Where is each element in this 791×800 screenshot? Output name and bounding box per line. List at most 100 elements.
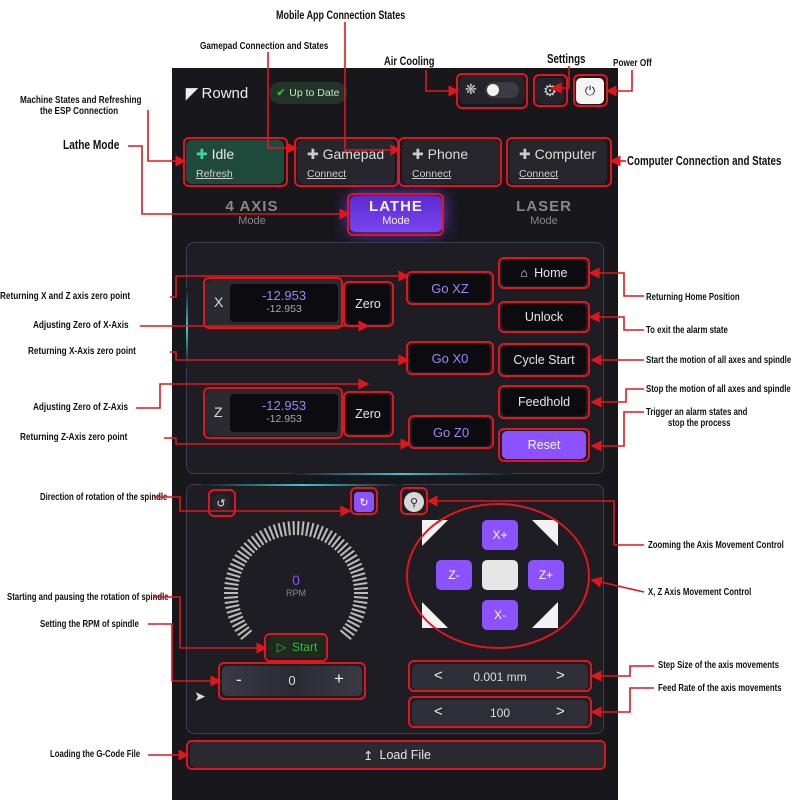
step-increase-button[interactable]: > [556,667,565,684]
gauge-tick [243,542,255,554]
gauge-tick [224,581,239,586]
gauge-tick [224,600,239,605]
annotation-machine-states-line2: the ESP Connection [40,105,119,117]
highlight-rpm-stepper [218,662,366,700]
gauge-tick [353,596,368,600]
zoom-button[interactable]: ⚲ [404,492,424,512]
spindle-direction-cw-button[interactable]: ↻ [354,492,374,512]
reset-button[interactable]: Reset [502,431,586,459]
highlight-spindle-start [264,633,328,662]
annotation-air-cooling: Air Cooling [384,54,435,68]
tab-laser[interactable]: LASER Mode [494,198,594,232]
panel-glow [202,484,402,486]
air-cooling-control: ❋ [459,76,525,104]
rpm-increase-button[interactable]: + [334,669,344,688]
annotation-adj-x: Adjusting Zero of X-Axis [33,319,129,331]
annotation-exit-alarm: To exit the alarm state [646,325,728,336]
annotation-settings: Settings [547,52,586,66]
load-file-label: Load File [379,748,431,762]
feed-increase-button[interactable]: > [556,703,565,720]
rpm-setpoint: 0 [288,673,296,688]
highlight-go-x0 [406,341,494,375]
annotation-power-off: Power Off [613,57,652,69]
x-axis-label: X [214,294,224,310]
gauge-tick [346,558,361,567]
computer-card[interactable]: ✚ Computer Connect [509,140,607,184]
feedhold-button[interactable]: Feedhold [502,388,586,416]
gauge-tick [228,567,242,575]
gauge-tick [247,538,258,551]
gauge-tick [287,521,291,536]
toggle-knob [487,84,499,96]
panel-glow [292,473,512,475]
load-file-button[interactable]: ↥ Load File [190,742,604,768]
gauge-tick [225,577,240,582]
highlight-unlock [498,301,590,333]
feed-rate-value: 100 [489,706,511,720]
z-axis-subvalue: -12.953 [266,413,302,425]
highlight-step-size [408,660,592,692]
fan-icon: ❋ [465,81,477,97]
annotation-feed-rate: Feed Rate of the axis movements [658,683,782,694]
home-button[interactable]: ⌂ Home [502,260,586,286]
play-icon: ▷ [276,640,286,654]
step-size-selector: < 0.001 mm > [412,664,588,690]
tab-4-axis[interactable]: 4 AXIS Mode [202,198,302,232]
status-badge-text: Up to Date [289,87,340,99]
annotation-gamepad: Gamepad Connection and States [200,40,329,52]
gauge-tick [224,596,239,600]
gauge-tick [312,524,320,539]
tab-lathe[interactable]: LATHE Mode [350,196,442,232]
highlight-phone [398,137,502,187]
annotation-zooming: Zooming the Axis Movement Control [648,540,784,551]
unlock-button[interactable]: Unlock [502,304,586,330]
phone-label: Phone [427,146,469,162]
go-xz-button[interactable]: Go XZ [410,274,490,302]
spindle-start-button[interactable]: ▷ Start [268,636,326,658]
annotation-machine-states: Machine States and Refreshing [20,94,142,106]
computer-connect-link[interactable]: Connect [519,168,559,180]
annotation-adj-z: Adjusting Zero of Z-Axis [33,401,129,413]
gauge-tick [224,586,239,590]
annotation-start-pause: Starting and pausing the rotation of spi… [7,592,169,603]
logo-icon: ◤ [186,85,198,102]
gauge-tick [282,521,287,537]
feed-decrease-button[interactable]: < [434,703,443,720]
air-cooling-toggle[interactable] [485,82,519,98]
spindle-start-label: Start [291,640,318,654]
phone-connect-link[interactable]: Connect [412,168,452,180]
computer-label: Computer [534,146,597,162]
highlight-machine-state [183,137,288,187]
annotation-stop-motion: Stop the motion of all axes and spindle [646,384,791,395]
highlight-feedhold [498,385,590,419]
cycle-start-button[interactable]: Cycle Start [502,346,586,374]
go-z0-button[interactable]: Go Z0 [412,418,490,446]
gauge-tick [344,622,358,633]
tab-sub: Mode [530,215,558,227]
gauge-tick [352,577,367,582]
gauge-tick [272,524,280,539]
gauge-tick [226,608,241,614]
upload-icon: ↥ [363,748,374,763]
gauge-tick [351,608,366,614]
rpm-decrease-button[interactable]: - [236,670,242,689]
go-x0-button[interactable]: Go X0 [410,344,490,372]
annotation-trigger-line2: stop the process [668,418,731,429]
status-badge: ✔ Up to Date [269,82,347,104]
step-decrease-button[interactable]: < [434,667,443,684]
zoom-icon: ⚲ [409,496,419,509]
gauge-tick [226,572,241,578]
annotation-ret-z: Returning Z-Axis zero point [20,431,128,443]
phone-card[interactable]: ✚ Phone Connect [402,140,500,184]
gauge-tick [254,532,265,546]
tab-sub: Mode [238,215,266,227]
gauge-tick [237,549,250,560]
gauge-tick [250,535,262,548]
gauge-tick [316,525,324,540]
gauge-tick [342,626,355,637]
gauge-tick [353,581,368,586]
highlight-lathe-mode [347,193,444,236]
highlight-power-off [573,74,608,107]
logo-text: Rownd [201,84,249,102]
power-off-button[interactable]: ⏻ [576,78,604,104]
